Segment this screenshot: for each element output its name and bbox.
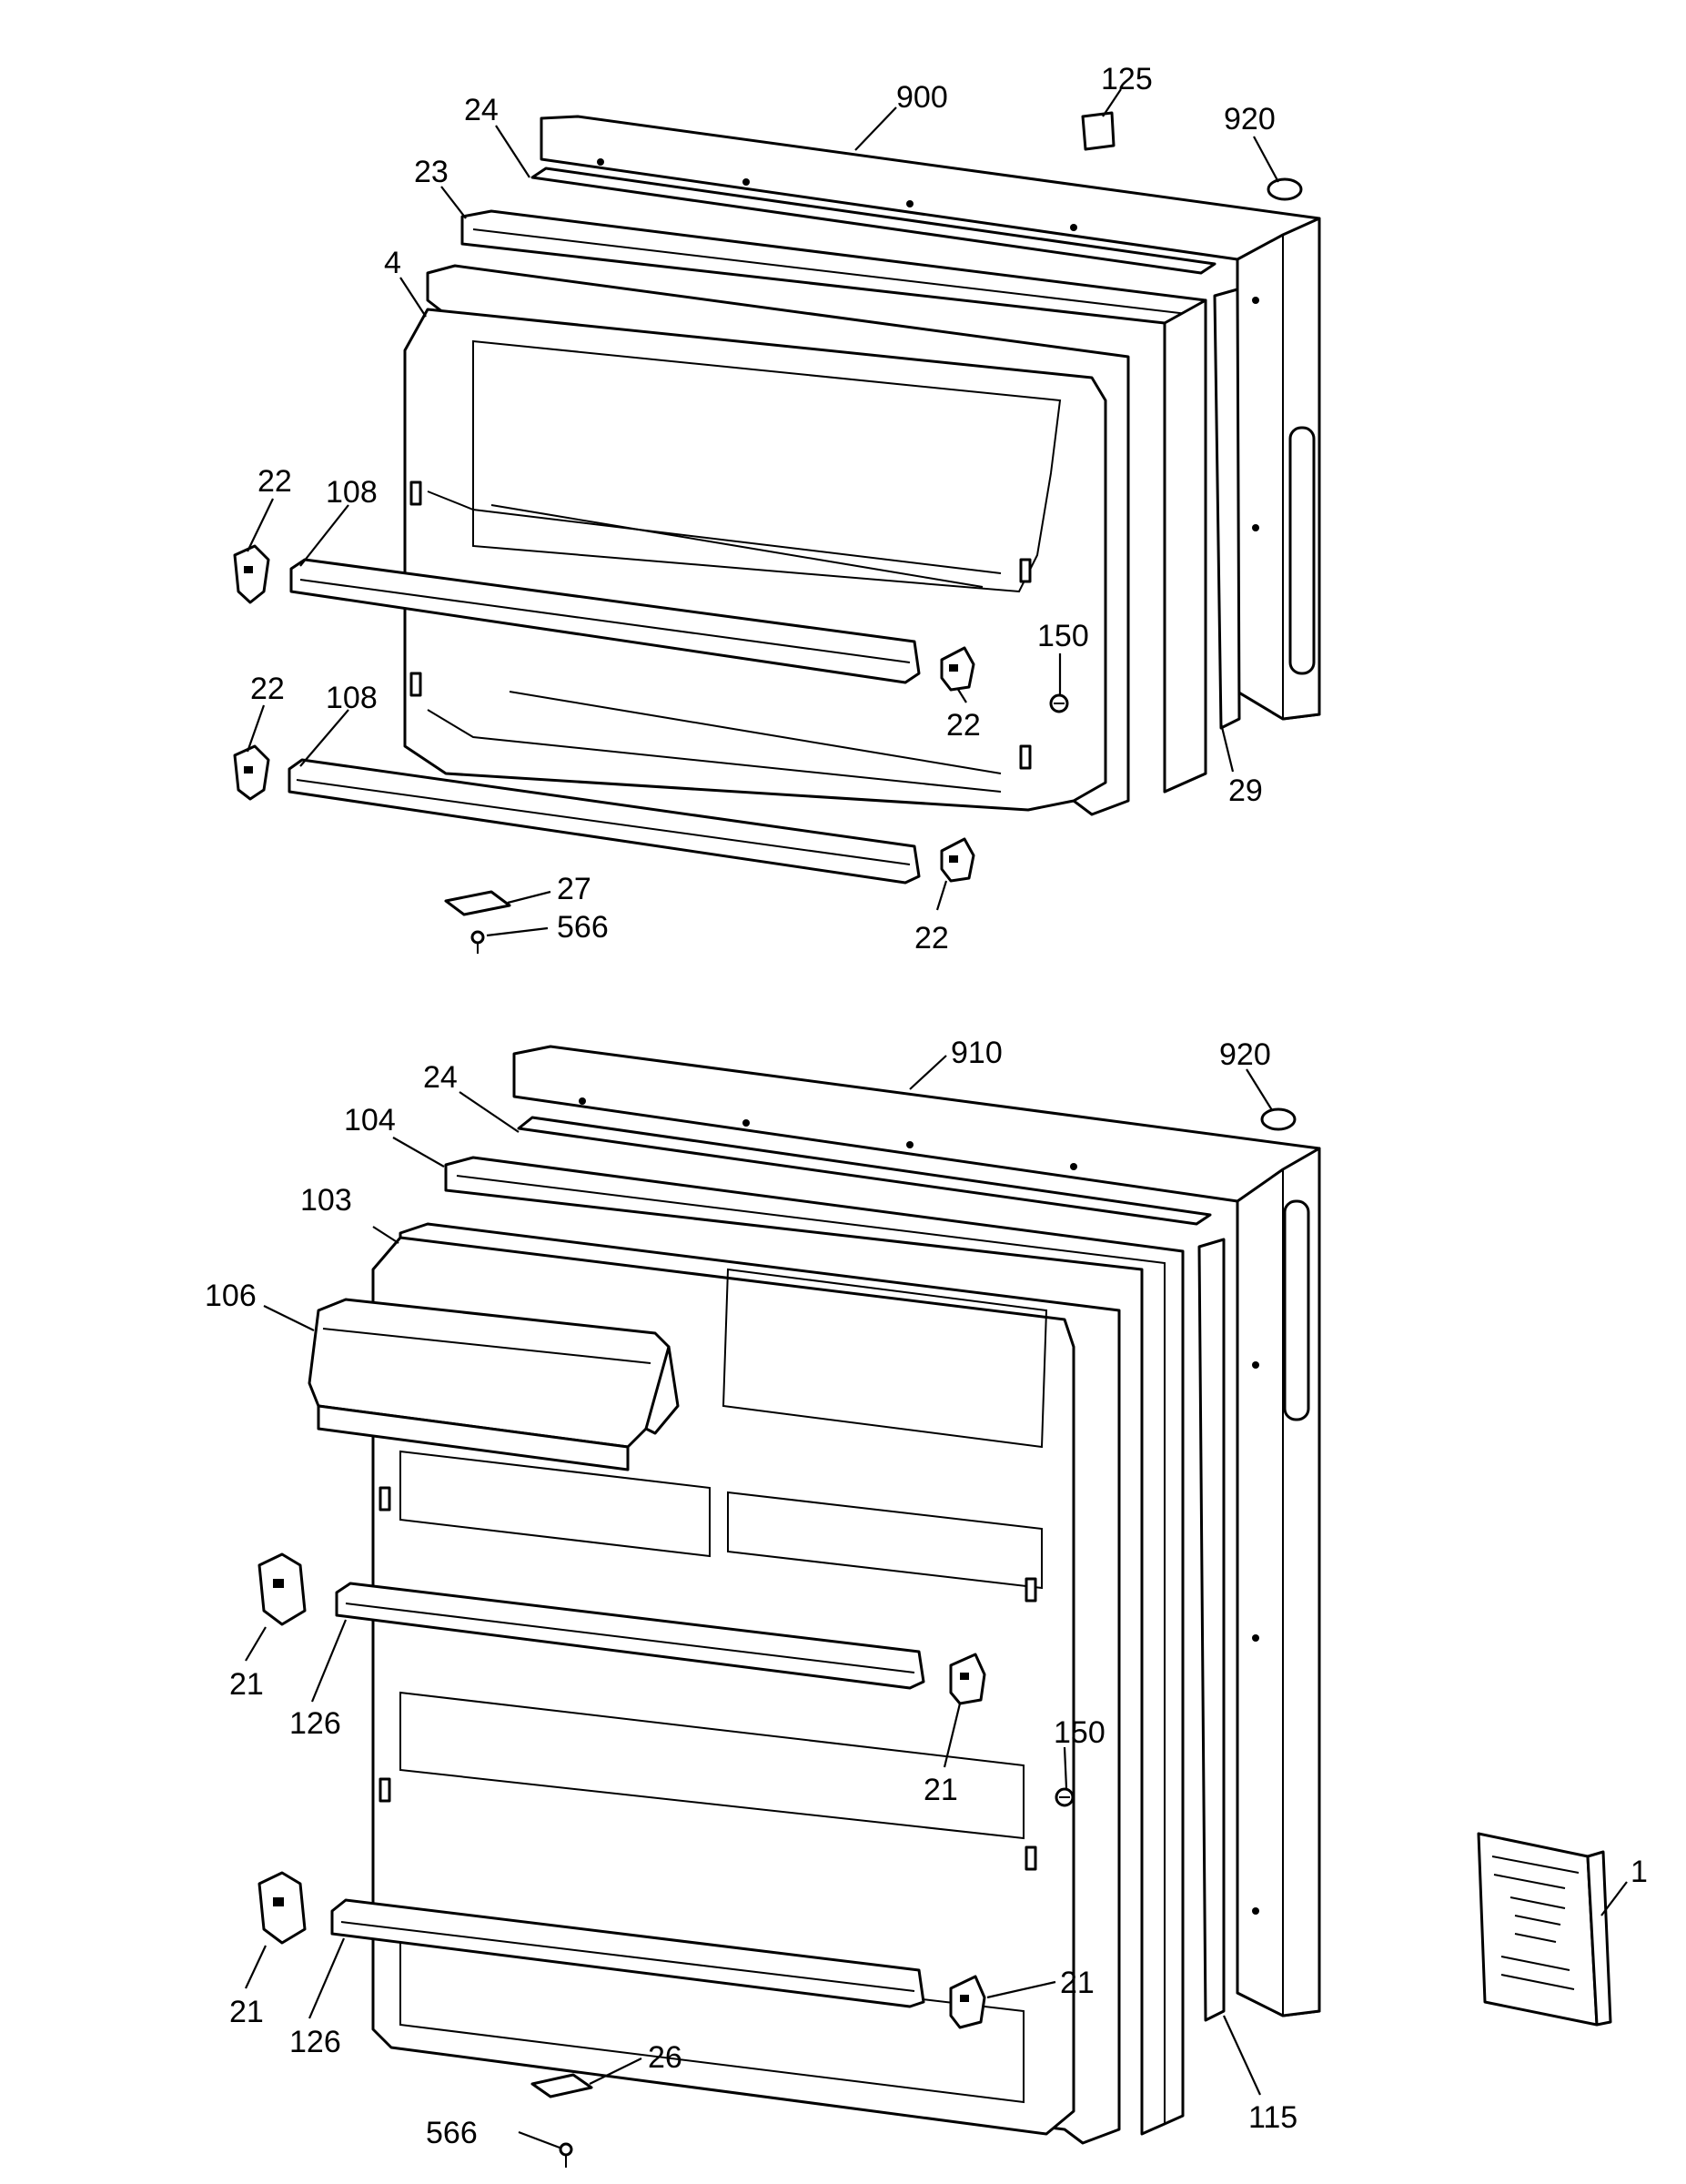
fresh-food-door-gasket-104 bbox=[444, 1156, 1185, 2136]
freezer-screw-566 bbox=[470, 930, 485, 954]
freezer-shelf-cap-22-a bbox=[233, 544, 270, 604]
callout-21-c: 21 bbox=[229, 1995, 264, 2029]
callout-22-b: 22 bbox=[946, 708, 981, 743]
fresh-food-shelf-cap-21-c bbox=[257, 1871, 307, 1945]
freezer-hinge-plate-27 bbox=[444, 890, 511, 916]
callout-103: 103 bbox=[300, 1183, 352, 1218]
callout-150-bottom: 150 bbox=[1054, 1715, 1105, 1750]
callout-29: 29 bbox=[1228, 774, 1263, 808]
callout-26: 26 bbox=[648, 2040, 682, 2075]
freezer-hinge-cap-920 bbox=[1267, 177, 1303, 201]
fresh-food-shelf-cap-21-b bbox=[949, 1653, 986, 1705]
callout-108-upper: 108 bbox=[326, 475, 378, 510]
fresh-food-hinge-cap-920 bbox=[1260, 1107, 1297, 1131]
leader-lines bbox=[245, 88, 1628, 2149]
callout-22-d: 22 bbox=[914, 921, 949, 956]
freezer-plug-125 bbox=[1081, 111, 1116, 151]
fresh-food-hinge-plate-26 bbox=[530, 2073, 593, 2098]
freezer-door-assembly bbox=[233, 111, 1321, 954]
callout-910: 910 bbox=[951, 1036, 1003, 1070]
fresh-food-shelf-cap-21-d bbox=[949, 1975, 986, 2029]
callout-566-bottom: 566 bbox=[426, 2116, 478, 2150]
fresh-food-dairy-door-106 bbox=[308, 1298, 680, 1471]
freezer-shelf-cap-22-c bbox=[233, 744, 270, 801]
freezer-door-gasket-23 bbox=[460, 209, 1207, 794]
callout-108-lower: 108 bbox=[326, 681, 378, 715]
callout-920-bottom: 920 bbox=[1219, 1037, 1271, 1072]
literature-booklet-1 bbox=[1477, 1832, 1612, 2027]
callout-126-upper: 126 bbox=[289, 1706, 341, 1741]
callout-21-a: 21 bbox=[229, 1667, 264, 1702]
callout-900: 900 bbox=[896, 80, 948, 115]
callout-125: 125 bbox=[1101, 62, 1153, 96]
fresh-food-door-strip-115 bbox=[1197, 1238, 1226, 2022]
callout-150-top: 150 bbox=[1037, 619, 1089, 653]
callout-labels: 900 125 920 24 23 4 22 108 150 22 22 108… bbox=[205, 62, 1648, 2150]
fresh-food-outer-door-910 bbox=[512, 1045, 1321, 2017]
callout-104: 104 bbox=[344, 1103, 396, 1138]
callout-27: 27 bbox=[557, 872, 591, 906]
callout-24-top: 24 bbox=[464, 93, 499, 127]
callout-22-c: 22 bbox=[250, 672, 285, 706]
freezer-door-liner-4 bbox=[403, 264, 1130, 816]
callout-115: 115 bbox=[1248, 2100, 1297, 2135]
freezer-door-strip-29 bbox=[1213, 288, 1241, 730]
callout-23: 23 bbox=[414, 155, 449, 189]
callout-4: 4 bbox=[384, 246, 401, 280]
freezer-gasket-strip-24 bbox=[530, 167, 1217, 275]
callout-22-a: 22 bbox=[257, 464, 292, 499]
callout-1: 1 bbox=[1630, 1855, 1648, 1889]
fresh-food-gasket-strip-24 bbox=[517, 1116, 1212, 1226]
fresh-food-shelf-cap-21-a bbox=[257, 1552, 307, 1626]
fresh-food-screw-566 bbox=[559, 2142, 573, 2168]
fresh-food-door-assembly bbox=[257, 1045, 1321, 2168]
callout-21-d: 21 bbox=[1060, 1966, 1095, 2000]
callout-106: 106 bbox=[205, 1279, 257, 1313]
fresh-food-shelf-bar-126-lower bbox=[330, 1898, 925, 2008]
freezer-shelf-bar-108-lower bbox=[288, 758, 921, 885]
callout-21-b: 21 bbox=[924, 1773, 958, 1807]
callout-126-lower: 126 bbox=[289, 2025, 341, 2059]
freezer-shelf-cap-22-b bbox=[940, 646, 975, 692]
fresh-food-shelf-bar-126-upper bbox=[335, 1582, 925, 1690]
callout-566-top: 566 bbox=[557, 910, 609, 945]
callout-24-bottom: 24 bbox=[423, 1060, 458, 1095]
callout-920-top: 920 bbox=[1224, 102, 1276, 136]
fresh-food-screw-150 bbox=[1055, 1787, 1075, 1807]
freezer-screw-150 bbox=[1049, 693, 1069, 713]
freezer-outer-door-900 bbox=[540, 115, 1321, 721]
freezer-shelf-cap-22-d bbox=[940, 837, 975, 883]
